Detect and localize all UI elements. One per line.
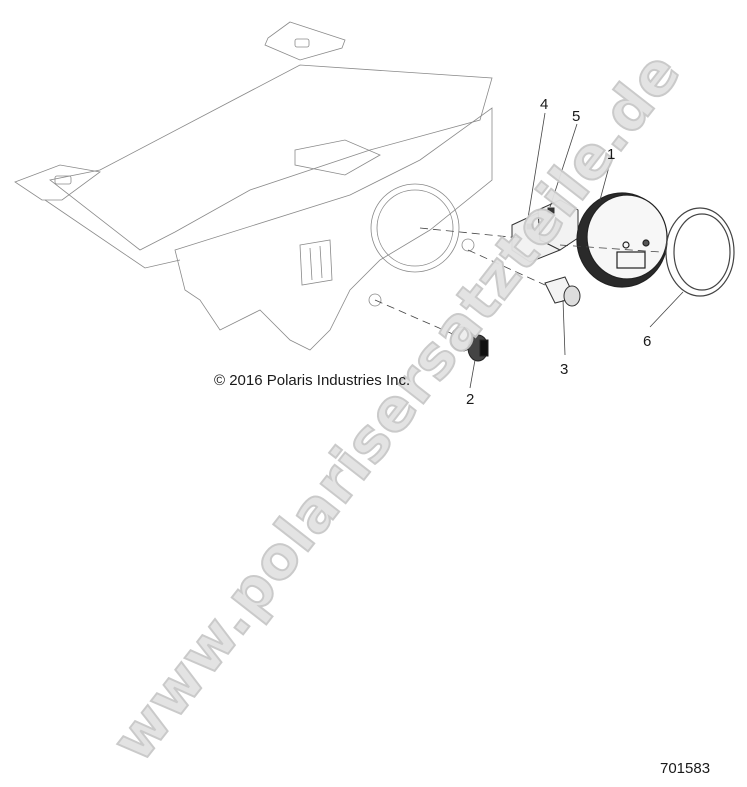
gauge-1 bbox=[576, 192, 668, 288]
key-switch-2 bbox=[450, 326, 489, 362]
copyright-notice: © 2016 Polaris Industries Inc. bbox=[214, 372, 411, 389]
callout-2: 2 bbox=[466, 391, 475, 408]
callout-4: 4 bbox=[540, 96, 549, 113]
callout-5: 5 bbox=[572, 108, 581, 125]
callout-1: 1 bbox=[607, 146, 616, 163]
bezel-ring-6 bbox=[665, 207, 735, 297]
diagram-part-number: 701583 bbox=[660, 760, 711, 777]
switch-4-5 bbox=[511, 199, 579, 263]
callout-6: 6 bbox=[643, 333, 652, 350]
dashboard-panel bbox=[14, 21, 493, 351]
power-point-3 bbox=[544, 276, 581, 307]
callout-3: 3 bbox=[560, 361, 569, 378]
leader-lines bbox=[374, 112, 684, 389]
